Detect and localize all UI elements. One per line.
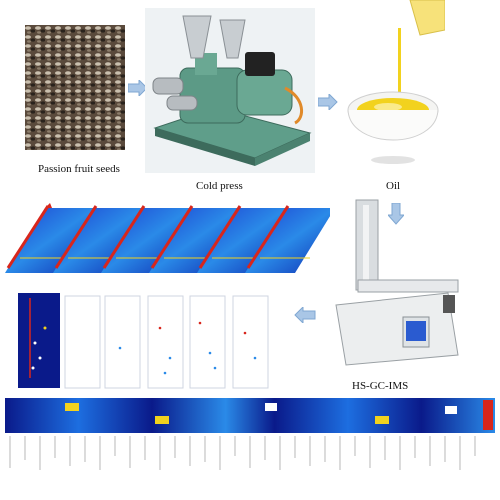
spectrum-panel: [245, 205, 330, 273]
cold-press-machine-image: [145, 8, 315, 173]
topographic-plots: [18, 293, 269, 389]
fingerprint-heatmap: [5, 398, 495, 470]
gc-ims-instrument-image: [335, 199, 459, 366]
press-label: Cold press: [196, 180, 243, 192]
arrow-right-icon: [128, 80, 148, 96]
spectrum-panel: [5, 203, 95, 273]
seeds-label: Passion fruit seeds: [38, 163, 120, 175]
arrow-right-icon: [318, 94, 338, 110]
topographic-plot-difference: [232, 295, 269, 389]
spectra-3d-plots: [5, 203, 330, 273]
topographic-plot-difference: [189, 295, 226, 389]
topographic-plot-reference: [18, 293, 60, 388]
oil-label: Oil: [386, 180, 401, 192]
compound-label-ticks: [9, 436, 476, 470]
arrow-down-icon: [388, 203, 404, 225]
topographic-plot-difference: [104, 295, 141, 389]
seed-pile-image: [25, 25, 125, 150]
topographic-plot-difference: [147, 295, 184, 389]
topographic-plot-difference: [64, 295, 101, 389]
instrument-label: HS-GC-IMS: [352, 380, 409, 392]
oil-bowl-image: [347, 0, 445, 164]
arrow-left-icon: [294, 307, 316, 323]
